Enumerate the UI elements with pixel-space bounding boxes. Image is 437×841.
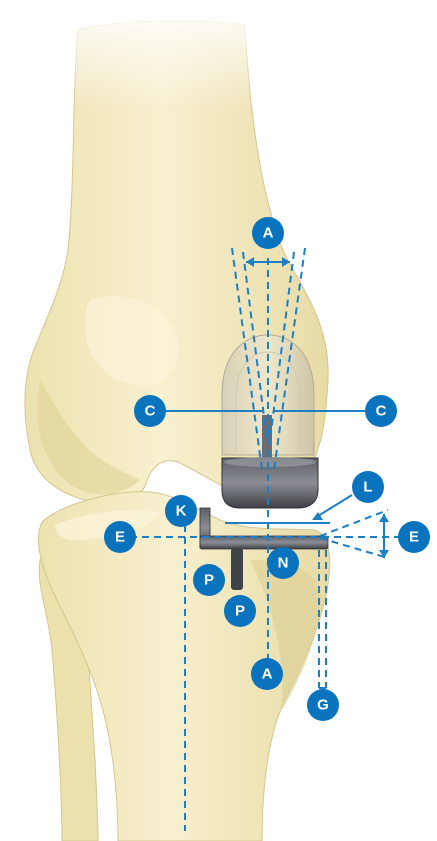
svg-text:G: G (317, 697, 329, 714)
svg-text:A: A (262, 666, 273, 683)
femoral-implant (222, 335, 318, 508)
label-a-top: A (252, 217, 284, 249)
label-a-bottom: A (251, 658, 283, 690)
svg-text:C: C (145, 403, 156, 420)
label-n: N (267, 547, 299, 579)
svg-text:E: E (115, 529, 125, 546)
svg-text:N: N (278, 555, 289, 572)
svg-text:A: A (263, 225, 274, 242)
svg-text:E: E (409, 529, 419, 546)
arrowhead-up (379, 514, 389, 522)
label-c-right: C (365, 395, 397, 427)
tibial-keel (231, 548, 243, 590)
svg-text:L: L (363, 479, 372, 496)
label-p-lower: P (224, 595, 256, 627)
svg-text:C: C (376, 403, 387, 420)
svg-text:P: P (204, 572, 214, 589)
label-e-right: E (398, 521, 430, 553)
svg-text:K: K (176, 503, 187, 520)
label-l: L (352, 471, 384, 503)
label-e-left: E (104, 521, 136, 553)
label-k: K (165, 495, 197, 527)
label-c-left: C (134, 395, 166, 427)
label-g: G (307, 689, 339, 721)
svg-text:P: P (235, 603, 245, 620)
label-p-upper: P (193, 564, 225, 596)
